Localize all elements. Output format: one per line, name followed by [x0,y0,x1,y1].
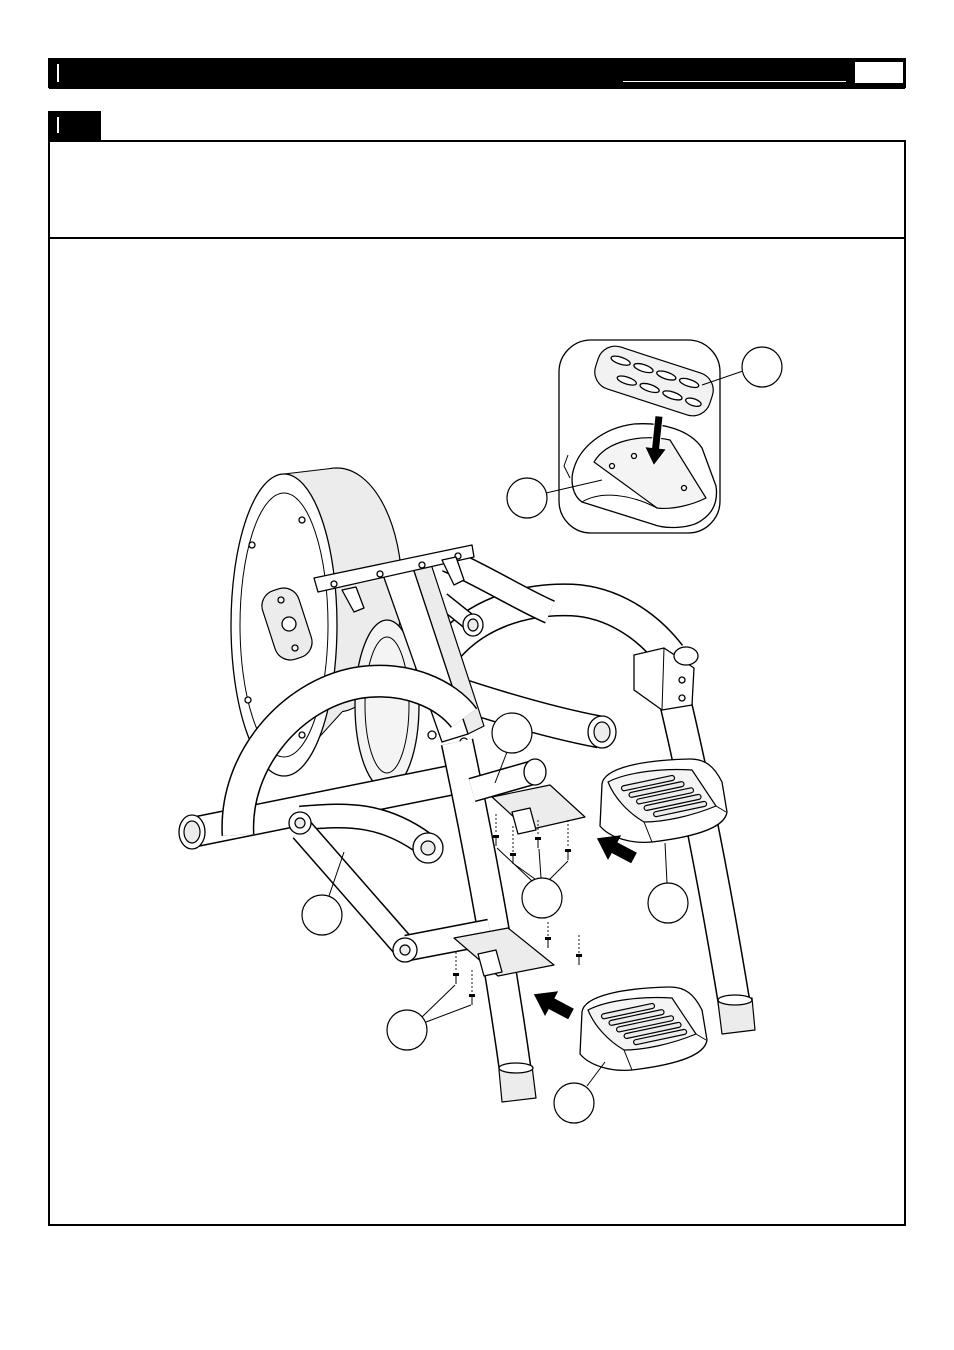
bracket-bolt [678,676,686,684]
inset-pedal-recess [593,437,707,510]
screw-icon [469,994,475,1005]
flywheel-hub [281,616,297,632]
page-number-box [854,61,904,84]
mast-bolt [427,730,437,740]
callout-pad [701,346,783,388]
flywheel-edge-top [283,467,336,475]
pad-slot [656,370,677,381]
screw-icon [576,954,582,965]
front-leg-end-cap-top [498,1062,534,1074]
front-leg-tube [442,738,531,1078]
header-bar [48,58,906,88]
right-leg-end-cap-top [717,994,753,1006]
lower-bracket-block [477,949,503,977]
step-label-box [48,111,101,140]
right-leg-top-cap [673,646,699,666]
callout-right-pedal [647,842,689,924]
cross-tube-cap-inner [593,721,611,743]
hub-bolt [277,596,285,604]
mast-yoke-plate [313,544,475,593]
pedal-arm-roller-hub [399,944,411,956]
callout-bracket [491,712,533,784]
pad-slot [662,390,683,401]
instructions-area [50,142,904,239]
inset-pedal [563,423,718,529]
callout-pedal-arm [301,851,345,936]
assembly-illustration [178,339,783,1124]
callout-left-pedal [553,1061,606,1124]
screw-icon [545,937,551,948]
inset-pedal-lip [581,494,658,509]
flywheel-hole [298,516,306,524]
yoke-flange [441,556,465,586]
pad-slot [633,362,654,374]
hub-bolt [291,644,299,652]
bracket-bolt [678,694,686,702]
callout-lower-screws [386,984,472,1051]
flywheel-ring [239,492,329,758]
pad-slot [610,355,631,366]
yoke-bolt [418,561,426,569]
pad-slot [639,382,660,394]
flywheel-hole [244,696,252,704]
screw-icon [493,835,499,846]
lower-pedal-arm-tube [293,822,416,958]
pedal-pad [594,345,714,417]
upper-crossbar-cap [523,758,547,786]
screw-icon [510,853,516,864]
right-leg-tube [655,676,750,1011]
flywheel-hole [248,541,256,549]
left-pedal [579,986,708,1072]
step-panel [48,140,906,1226]
pad-slot [616,375,638,386]
lower-pedal-bracket [453,927,555,977]
pedal-hole [608,462,616,470]
link-arm-tube [299,805,437,857]
assembly-diagram [52,240,906,1224]
pedal-hole [680,484,688,492]
pivot-cap-inner [467,618,479,632]
base-rail-end-cap-inner [183,820,201,844]
right-leg-bracket-edge [661,647,665,711]
left-arch-tube [222,666,477,836]
pad-slot [685,397,702,408]
inset-pedal-tab [563,454,571,479]
yoke-bolt [376,570,384,578]
callout-upper-screws [496,847,569,919]
header-tick-mark [57,64,59,82]
flywheel-hole [298,731,306,739]
right-pedal [599,758,728,844]
screw-icon [565,849,571,860]
pedal-hole [630,452,638,460]
upper-screw-group [493,814,571,864]
header-underline [623,81,846,82]
yoke-flange [341,586,365,613]
push-arrow-icon [527,981,578,1027]
belt-cover-ring [364,636,410,774]
pedal-pad-inset [558,339,721,534]
screw-icon [453,973,459,984]
upper-bracket-block [511,807,537,835]
yoke-bolt [330,580,338,588]
step-tick-mark [57,117,59,133]
lower-screw-group [453,922,582,1005]
crank-roller-hub [420,840,436,856]
callout-inset-pedal [506,477,603,519]
screw-icon [535,837,541,848]
pad-slot [678,377,700,389]
pivot-roller-hub [294,817,306,829]
